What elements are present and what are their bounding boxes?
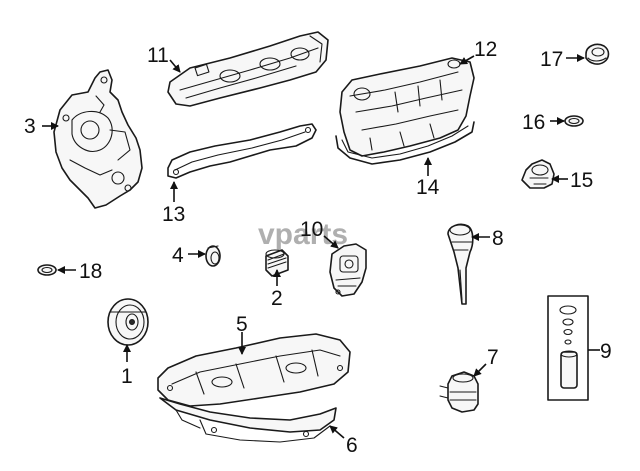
valve-cover-right [339,57,475,157]
callout-4: 4 [172,244,184,267]
arrow-7 [473,363,487,377]
callout-11: 11 [147,44,169,67]
callout-5: 5 [236,313,248,336]
callout-12: 12 [474,38,497,61]
crankshaft-pulley [107,298,149,346]
oil-pan-lower [159,397,337,443]
oil-pan-upper [157,333,351,407]
callout-labels: 1 2 3 4 5 6 7 8 9 10 11 12 13 14 15 16 1… [24,38,612,457]
callout-18: 18 [79,260,102,283]
callout-arrows [42,54,600,439]
filter-element [265,249,289,277]
oil-filter-housing-lower [439,371,479,413]
filter-kit-box [547,295,589,401]
breather-valve [521,159,555,189]
arrow-12 [459,55,475,65]
callout-7: 7 [487,346,499,369]
callout-2: 2 [271,287,283,310]
valve-cover-left [167,31,329,107]
callout-8: 8 [492,227,504,250]
callout-10: 10 [300,218,323,241]
front-seal [205,245,221,267]
valve-cover-gasket-left [167,123,317,179]
o-ring [37,264,57,276]
oil-filler-cap [585,43,610,65]
timing-cover [53,69,143,209]
callout-17: 17 [540,48,563,71]
dipstick-tube [447,223,474,305]
seal-ring [564,115,584,127]
callout-16: 16 [522,111,545,134]
callout-1: 1 [121,365,133,388]
valve-cover-gasket-right [335,121,475,165]
callout-9: 9 [600,340,612,363]
arrow-10 [323,235,339,249]
callout-3: 3 [24,115,36,138]
callout-14: 14 [416,176,440,199]
arrow-11 [169,59,181,73]
callout-13: 13 [162,203,185,226]
oil-filter-housing [329,243,367,297]
callout-6: 6 [346,434,358,457]
arrow-6 [329,425,345,439]
callout-15: 15 [570,169,593,192]
